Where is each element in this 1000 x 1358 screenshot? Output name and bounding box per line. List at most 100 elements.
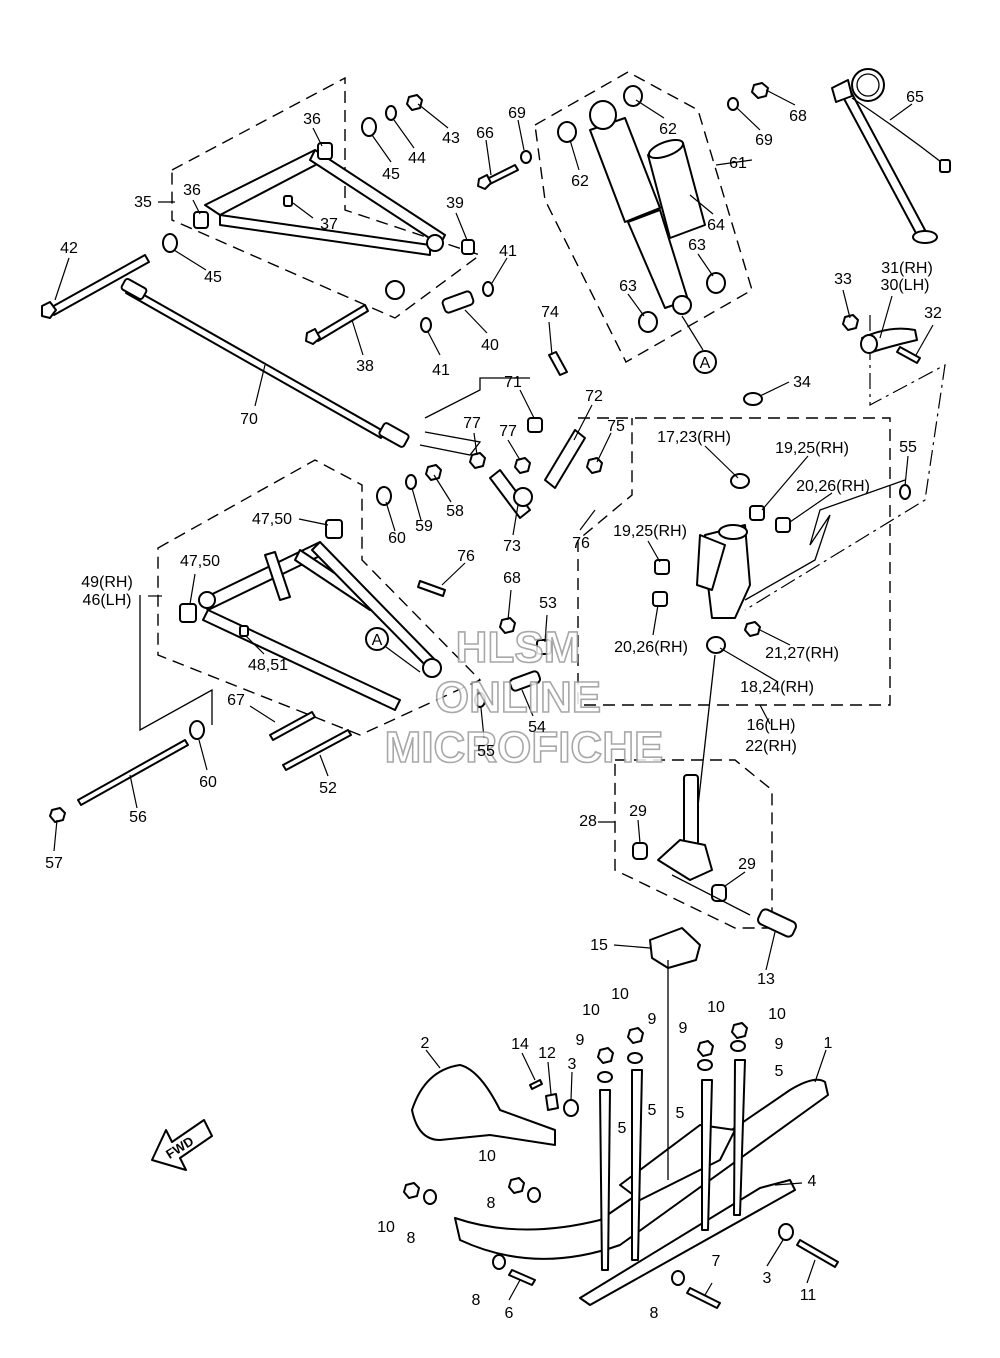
leader-15 [613,944,651,949]
steering-arm [842,314,921,364]
part-label: 3 [763,1270,772,1287]
bolt-66-head [477,174,492,190]
part-label: 60 [199,774,217,791]
washer-9d [730,1040,746,1052]
part-label: 10 [582,1002,600,1019]
leader-47a [298,518,329,526]
grease-nipple-48 [239,625,249,637]
part-label: 55 [477,743,495,760]
leader-77a [473,432,478,456]
leader-68a [765,89,796,106]
part-label: 33 [834,271,852,288]
leader-57 [53,819,58,852]
washer-44 [385,105,397,121]
leader-41a [491,257,508,284]
pump-hose [851,97,946,166]
washer-8c [492,1254,506,1270]
leader-11 [806,1259,816,1284]
part-label: 2 [421,1035,430,1052]
bolt-67 [269,711,316,741]
bushing-17 [730,473,750,489]
leader-14 [521,1052,536,1081]
part-label: 74 [541,304,559,321]
leader-65 [889,103,913,121]
leader-20b [652,604,659,636]
bushing-62b [557,121,577,143]
washer-55b [474,692,486,708]
part-label: 68 [503,570,521,587]
leader-37 [292,202,314,219]
part-label: 30(LH) [881,277,930,294]
nut-10e [697,1040,714,1057]
leader-75 [596,432,612,463]
part-label: 65 [906,89,924,106]
bolt-38-head [305,328,321,345]
watermark-line1: HLSM [456,623,581,672]
tie-rod-end-right [378,422,410,448]
part-label: 28 [579,813,597,830]
nut-43 [406,94,423,111]
leader-66 [485,139,492,176]
nut-33 [842,314,859,331]
bushing-71 [527,417,543,433]
nut-10a [403,1182,420,1199]
leader-55a [904,455,909,487]
upper-arm-group-boundary [171,76,482,319]
leader-68b [507,589,512,621]
washer-9c [697,1059,713,1071]
part-label: 10 [478,1148,496,1165]
nut-68 [751,82,769,99]
lower-left-break-line [139,595,213,732]
spring-pin-14 [529,1079,543,1090]
stud-5d [733,1059,746,1216]
washer-45b [162,233,178,253]
spindle-housing-boundary [577,417,891,706]
nut-21 [744,621,761,637]
leader-72 [573,404,593,441]
part-label: 21,27(RH) [765,645,839,662]
leader-17 [704,445,739,479]
leader-45b [173,249,207,271]
leader-40 [464,309,488,334]
upper-arm-eye-front [426,234,444,252]
washer-8b [527,1187,541,1203]
bushing-53 [536,639,552,655]
part-label: 69 [508,105,526,122]
bolt-76 [417,580,446,597]
ski-runner-4 [579,1179,796,1306]
part-label: 64 [707,217,725,234]
part-label: 68 [789,108,807,125]
part-label: 6 [505,1305,514,1322]
washer-41b [420,317,432,333]
leader-33 [842,289,851,319]
leader-7 [704,1282,713,1296]
leader-62b [569,139,580,171]
part-label: 71 [504,374,522,391]
break-lines [139,377,906,732]
part-label: 8 [407,1230,416,1247]
part-label: 5 [648,1102,657,1119]
part-label: 62 [571,173,589,190]
upper-arm-bushing-36a [317,142,333,160]
lower-arm-group-boundary [157,459,482,736]
leader-70 [254,364,266,407]
lower-arm-side-tube [202,609,401,711]
upper-a-arm [193,142,475,314]
pump-handle [831,79,853,103]
leader-67 [249,705,276,723]
bushing-19b [654,559,670,575]
part-label: 12 [538,1045,556,1062]
spindle-axis-line [696,654,716,816]
washer-59 [405,474,417,490]
part-label: 60 [388,530,406,547]
leader-36a [312,127,323,147]
grease-nipple-37 [283,195,293,207]
leader-3a [570,1071,573,1101]
part-label: 47,50 [252,511,292,528]
leader-53 [544,614,548,643]
spindle-housing-arm [696,534,726,591]
part-label: 17,23(RH) [657,429,731,446]
nut-10d [627,1027,644,1044]
leader-48 [245,635,265,655]
